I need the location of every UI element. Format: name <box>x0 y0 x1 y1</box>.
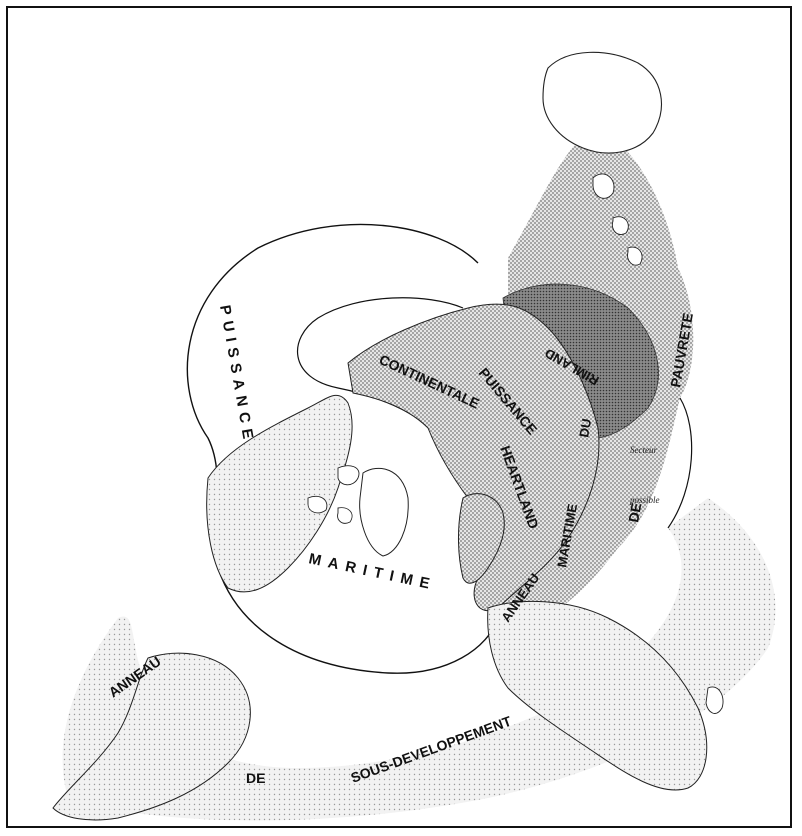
label-puissance-maritime-2: MARITIME <box>307 550 438 594</box>
world-map: PUISSANCE MARITIME CONTINENTALE PUISSANC… <box>52 51 776 821</box>
eurasia <box>347 303 600 612</box>
madagascar <box>705 686 724 714</box>
europe <box>458 493 505 584</box>
label-secteur: Secteur <box>630 445 657 455</box>
australia <box>542 51 662 154</box>
label-puissance-maritime-1: PUISSANCE <box>216 304 257 446</box>
label-possible: possible <box>629 495 660 505</box>
label-anneau-pauvrete-1: DE <box>625 502 644 524</box>
north-america <box>206 394 353 593</box>
east-asia-islands <box>592 173 643 266</box>
label-anneau-sous-dev-2: DE <box>246 770 265 786</box>
greenland <box>359 467 409 557</box>
poverty-ring-boundary <box>667 397 693 529</box>
africa <box>487 600 708 791</box>
arctic-islands <box>307 465 360 524</box>
map-frame: PUISSANCE MARITIME CONTINENTALE PUISSANC… <box>6 6 792 828</box>
label-anneau-maritime-3: DU <box>576 417 594 438</box>
south-america <box>52 652 251 821</box>
